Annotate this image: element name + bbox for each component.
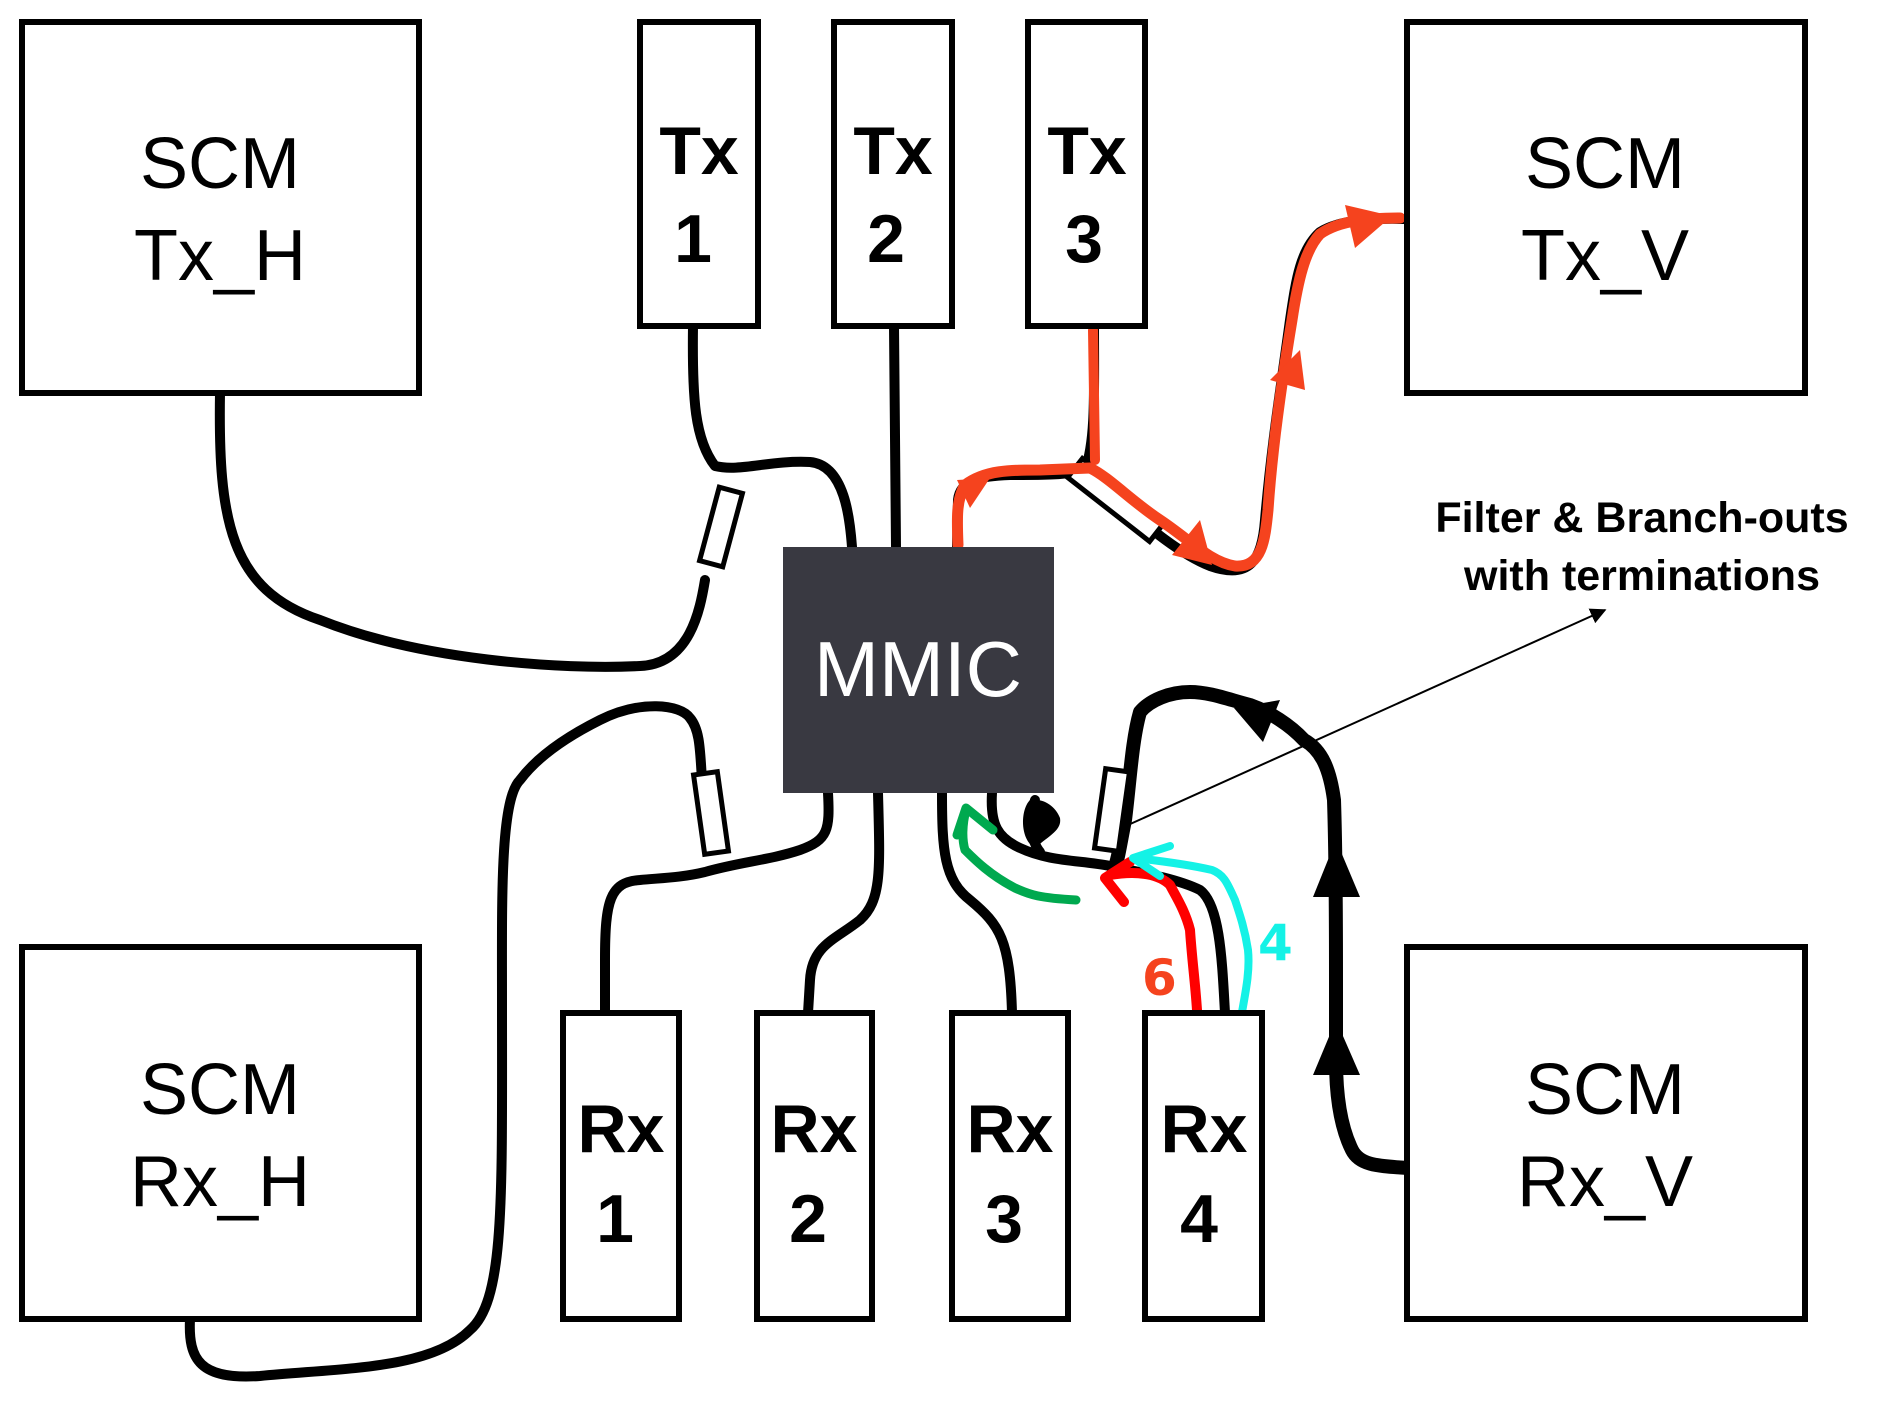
wire-rx3 [937, 788, 1017, 1018]
scm-rx-h: SCM Rx_H [19, 944, 422, 1322]
tx-port-1-line2: 1 [674, 201, 712, 277]
scm-rx-v-line1: SCM [1525, 1050, 1685, 1130]
annotation-line2: with terminations [1463, 552, 1820, 600]
rx-port-2-line2: 2 [789, 1181, 827, 1257]
tx-port-1-line1: Tx [659, 113, 739, 189]
wire-tx2 [889, 321, 901, 552]
tx-port-3: Tx 3 [1025, 19, 1148, 329]
filter-annotation: Filter & Branch-outs with terminations [1127, 494, 1849, 826]
tx-port-2-line1: Tx [853, 113, 933, 189]
tx-port-1: Tx 1 [637, 19, 761, 329]
red-arrow [1105, 868, 1202, 1015]
termination-blob [1023, 799, 1061, 848]
scm-rx-v-box [1404, 944, 1808, 1322]
wire-scm-rx-v [1108, 685, 1414, 1175]
wire-rx2 [803, 788, 885, 1018]
tx-signal-path [951, 205, 1406, 572]
rx-port-3-box [949, 1010, 1071, 1322]
mmic-body [783, 547, 1054, 793]
scm-tx-h-line2: Tx_H [134, 216, 306, 296]
scm-rx-h-line2: Rx_H [130, 1142, 310, 1222]
rx-port-3-line2: 3 [985, 1181, 1023, 1257]
rx-port-2-line1: Rx [771, 1091, 858, 1167]
rx-port-2-box [754, 1010, 875, 1322]
tx-port-2-line2: 2 [867, 201, 905, 277]
tx-arrow-3 [1270, 350, 1305, 390]
tx-port-1-box [637, 19, 761, 329]
tx-path-line [951, 212, 1406, 572]
tx-port-3-box [1025, 19, 1148, 329]
rx-port-3: Rx 3 [949, 1010, 1071, 1322]
rx-port-1-line2: 1 [596, 1181, 634, 1257]
filters [690, 455, 1168, 858]
scm-tx-v-line1: SCM [1525, 124, 1685, 204]
cyan-count-label: 4 [1258, 914, 1293, 972]
tx3-orange-segment [1088, 325, 1100, 465]
tx-port-3-line2: 3 [1065, 201, 1103, 277]
wire-scm-rx-h [184, 701, 707, 1382]
rx-port-1: Rx 1 [560, 1010, 682, 1322]
scm-tx-h-box [19, 19, 422, 396]
arrow-left-top [1234, 700, 1280, 742]
scm-tx-v: SCM Tx_V [1404, 19, 1808, 396]
scm-tx-h-line1: SCM [140, 124, 300, 204]
annotation-pointer-arrow [1127, 608, 1607, 826]
mmic-label: MMIC [814, 625, 1022, 713]
scm-rx-h-box [19, 944, 422, 1322]
scm-rx-v: SCM Rx_V [1404, 944, 1808, 1322]
filter-rx1 [690, 768, 732, 858]
wire-rx1 [600, 788, 834, 1018]
filter-tx1 [696, 484, 746, 570]
mmic-chip: MMIC [783, 547, 1054, 793]
scm-tx-v-line2: Tx_V [1521, 216, 1689, 296]
green-arrow [958, 805, 1081, 905]
tx-arrow-1 [957, 478, 990, 508]
rx-port-2: Rx 2 [754, 1010, 875, 1322]
rx-port-1-line1: Rx [578, 1091, 665, 1167]
rx-port-4: Rx 4 [1142, 1010, 1265, 1322]
tx-port-3-line1: Tx [1047, 113, 1127, 189]
rx-port-4-box [1142, 1010, 1265, 1322]
scm-tx-v-box [1404, 19, 1808, 396]
scm-rx-v-line2: Rx_V [1517, 1142, 1693, 1222]
arrow-up-2 [1313, 840, 1360, 897]
tx-arrow-2 [1172, 520, 1212, 565]
rx-port-4-line1: Rx [1161, 1091, 1248, 1167]
rx-port-1-box [560, 1010, 682, 1322]
rx-signal-marks: 6 4 [952, 803, 1293, 1016]
scm-tx-h: SCM Tx_H [19, 19, 422, 396]
filter-rx4 [1091, 765, 1133, 855]
wire-scm-tx-h [214, 388, 710, 672]
rx-port-4-line2: 4 [1180, 1181, 1218, 1257]
red-arrowhead [1100, 857, 1135, 907]
tx-arrow-4 [1345, 205, 1392, 248]
cyan-arrow [1131, 854, 1253, 1016]
cyan-arrowhead [1129, 842, 1174, 880]
red-count-label: 6 [1142, 949, 1177, 1007]
arrow-up-1 [1313, 1020, 1360, 1075]
annotation-line1: Filter & Branch-outs [1435, 494, 1848, 542]
scm-rx-h-line1: SCM [140, 1050, 300, 1130]
tx-port-2-box [831, 19, 955, 329]
wire-tx1 [687, 321, 857, 552]
green-arrowhead [952, 803, 998, 840]
tx-port-2: Tx 2 [831, 19, 955, 329]
rx-port-3-line1: Rx [967, 1091, 1054, 1167]
wire-tx3 [952, 321, 1100, 552]
